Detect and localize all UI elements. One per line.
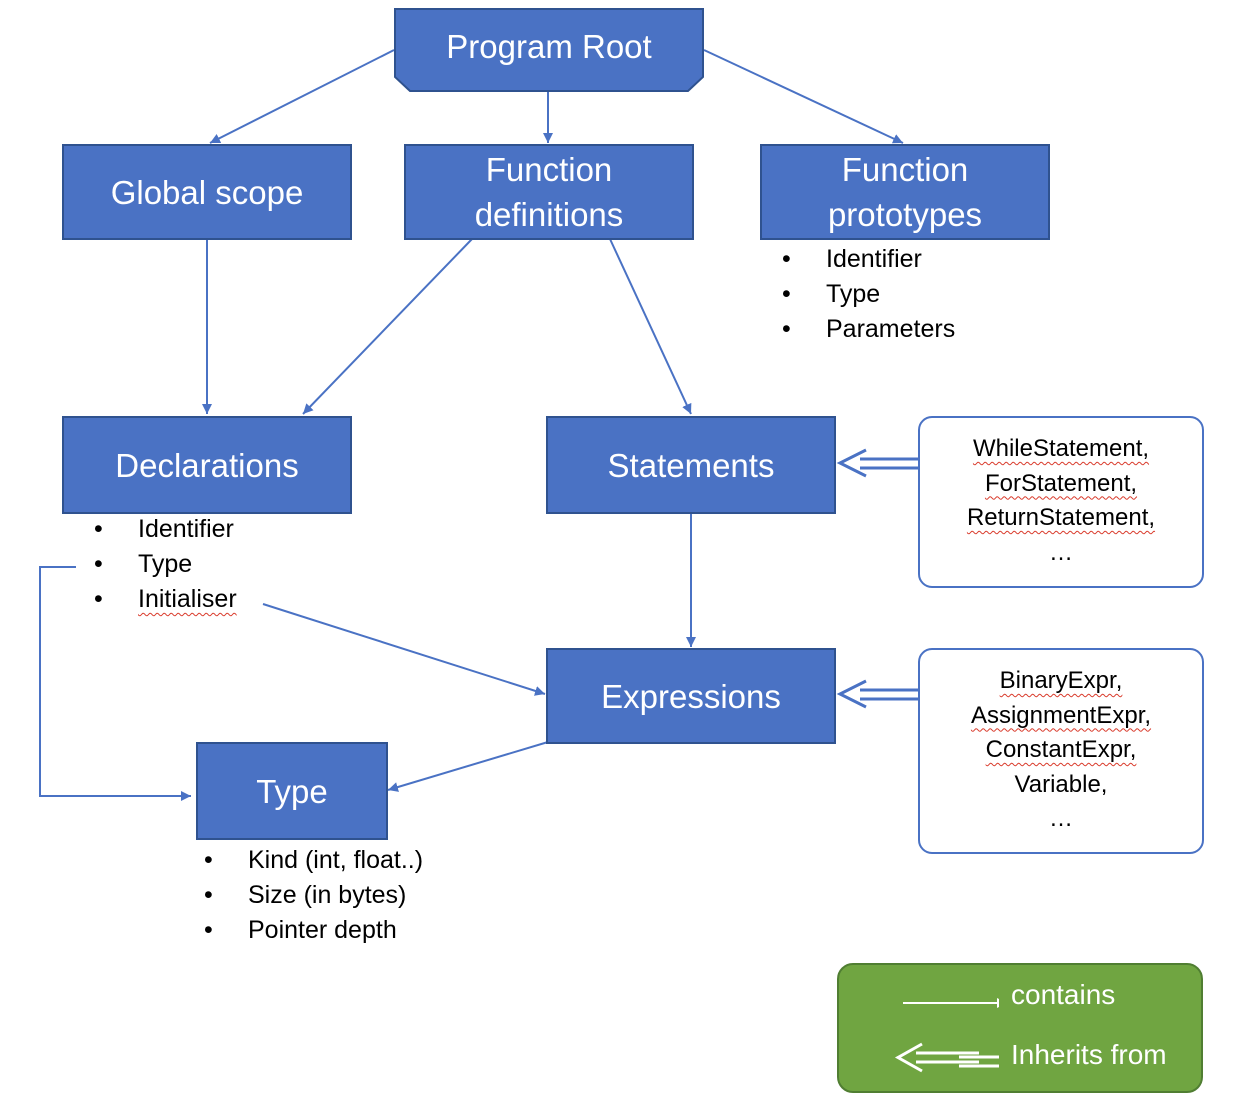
statements-node: Statements	[546, 416, 836, 514]
field-item: Identifier	[78, 512, 237, 547]
contains-arrow-icon	[903, 998, 999, 1068]
subtype-item: BinaryExpr,	[999, 667, 1123, 694]
expressions-label: Expressions	[601, 677, 781, 715]
statements-label: Statements	[607, 446, 775, 484]
field-item: Type	[78, 547, 237, 582]
expressions-node: Expressions	[546, 648, 836, 744]
global-scope-label: Global scope	[110, 173, 304, 211]
function-prototypes-label-line-2: prototypes	[827, 196, 983, 233]
program-root-label: Program Root	[446, 28, 652, 65]
statement-subtypes-box: WhileStatement, ForStatement, ReturnStat…	[918, 416, 1204, 588]
function-definitions-label-line-2: definitions	[474, 196, 624, 233]
subtype-item: WhileStatement,	[972, 435, 1150, 462]
function-prototypes-node: Function prototypes	[760, 144, 1050, 240]
declarations-label: Declarations	[115, 446, 299, 484]
declarations-node: Declarations	[62, 416, 352, 514]
subtype-item: Variable,	[1014, 770, 1108, 798]
subtype-ellipsis: …	[1049, 538, 1073, 566]
field-item: Kind (int, float..)	[188, 843, 423, 878]
declarations-fields: Identifier Type Initialiser	[78, 512, 237, 617]
edge-root-global-scope	[209, 49, 395, 144]
field-item: Identifier	[766, 242, 955, 277]
function-prototypes-fields: Identifier Type Parameters	[766, 242, 955, 347]
global-scope-node: Global scope	[62, 144, 352, 240]
type-fields: Kind (int, float..) Size (in bytes) Poin…	[188, 843, 423, 948]
edge-function-definitions-declarations	[302, 238, 473, 415]
edge-function-definitions-statements	[609, 238, 692, 415]
legend-inherits-from-label: Inherits from	[1011, 1039, 1167, 1070]
legend: contains Inherits from	[837, 963, 1203, 1093]
edge-expressions-type	[387, 741, 549, 792]
edge-root-function-prototypes	[703, 49, 904, 144]
subtype-item: AssignmentExpr,	[970, 701, 1152, 729]
edge-initialiser-expressions	[262, 603, 546, 696]
subtype-item: ConstantExpr,	[985, 736, 1137, 763]
field-item: Type	[766, 277, 955, 312]
type-node: Type	[196, 742, 388, 840]
legend-contains-label: contains	[1011, 979, 1116, 1010]
field-item: Parameters	[766, 312, 955, 347]
subtype-item: ForStatement,	[984, 469, 1138, 497]
function-definitions-label-line-1: Function	[485, 151, 613, 188]
function-definitions-node: Function definitions	[404, 144, 694, 240]
program-root-node-shape	[394, 8, 704, 92]
function-prototypes-label-line-1: Function	[841, 151, 969, 188]
subtype-item: ReturnStatement,	[966, 504, 1156, 531]
expression-subtypes-box: BinaryExpr, AssignmentExpr, ConstantExpr…	[918, 648, 1204, 854]
subtype-ellipsis: …	[1049, 805, 1073, 832]
field-item: Pointer depth	[188, 913, 423, 948]
inherits-from-arrow-icon	[894, 1042, 979, 1073]
initialiser-text: Initialiser	[138, 585, 237, 613]
field-item: Initialiser	[78, 582, 237, 617]
field-item: Size (in bytes)	[188, 878, 423, 913]
type-label: Type	[256, 772, 328, 810]
edge-declaration-type-field-type	[39, 566, 191, 801]
program-root-node: Program Root	[394, 8, 704, 86]
